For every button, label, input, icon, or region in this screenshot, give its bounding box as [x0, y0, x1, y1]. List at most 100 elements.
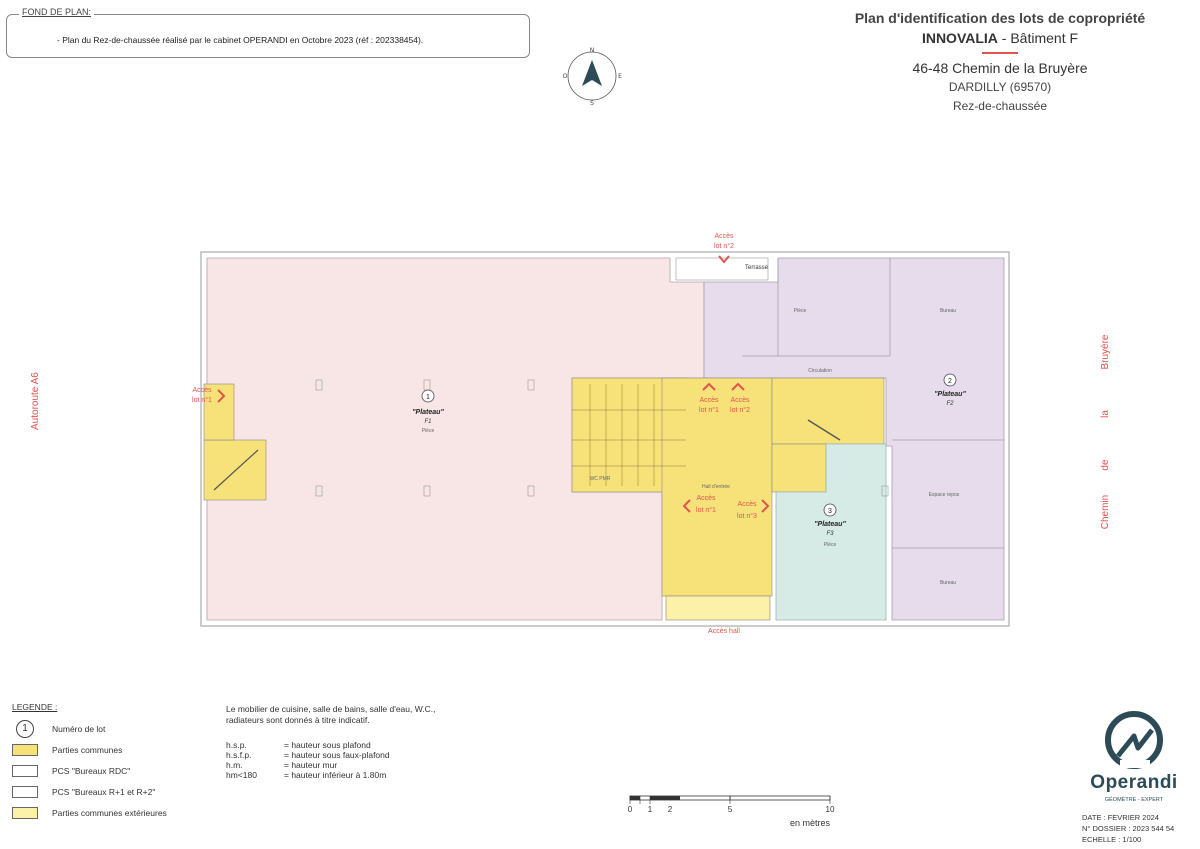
- address: 46-48 Chemin de la Bruyère: [912, 60, 1088, 76]
- lot-number-symbol: 1: [16, 719, 34, 738]
- abbreviation-key: h.s.f.p.: [226, 750, 252, 760]
- access-lot-1-left-number: lot n°1: [192, 396, 212, 404]
- title-divider: [982, 52, 1018, 54]
- chevron-left-icon: [682, 499, 691, 513]
- operandi-logo-icon: [1105, 711, 1163, 769]
- document-meta: DATE : FEVRIER 2024 N° DOSSIER : 2023 54…: [1082, 812, 1174, 845]
- room-bureau-2: Bureau: [940, 580, 956, 586]
- access-lot-2-hall-number: lot n°2: [730, 406, 750, 414]
- lot-3-number: 3: [828, 508, 832, 515]
- lot-1-name: "Plateau": [412, 409, 444, 416]
- lot-1-code: F1: [424, 419, 431, 425]
- chevron-down-icon: [718, 255, 730, 264]
- lot-3-area: [775, 443, 887, 621]
- access-lot-1-hall-label: Accès: [699, 397, 719, 404]
- common-hall: [661, 377, 773, 597]
- compass-north-label: N: [590, 47, 595, 54]
- compass-icon: N S E O: [563, 47, 622, 106]
- chevron-up-icon: [731, 382, 745, 391]
- city: DARDILLY (69570): [948, 80, 1052, 94]
- legend-swatch: [12, 764, 38, 777]
- legend-swatch: [12, 806, 38, 819]
- scale-tick-0: 0: [628, 805, 633, 814]
- room-hall: Hall d'entrée: [702, 484, 730, 490]
- abbreviation-row: h.m.= hauteur mur: [226, 760, 436, 770]
- chevron-right-icon: [217, 389, 226, 403]
- entry-lot-1: [203, 383, 235, 441]
- room-terrasse: Terrasse: [745, 265, 769, 271]
- abbreviation-key: h.m.: [226, 760, 243, 770]
- lot-2-name: "Plateau": [934, 391, 966, 398]
- outer-wall: [200, 251, 1010, 627]
- fond-de-plan-text: - Plan du Rez-de-chaussée réalisé par le…: [57, 35, 424, 45]
- title-block: Plan d'identification des lots de coprop…: [800, 8, 1200, 113]
- common-small-room: [771, 443, 827, 493]
- lot-3-code: F3: [826, 531, 834, 537]
- fond-de-plan-title: FOND DE PLAN:: [19, 7, 95, 17]
- notes-line-1: Le mobilier de cuisine, salle de bains, …: [226, 704, 436, 714]
- legend-item: PCS "Bureaux RDC": [12, 760, 212, 781]
- notes-line-2: radiateurs sont donnés à titre indicatif…: [226, 715, 370, 725]
- abbreviation-row: h.s.f.p. = hauteur sous faux-plafond: [226, 750, 436, 760]
- access-lot-1-left-label: Accès: [192, 387, 212, 394]
- room-circulation: Circulation: [808, 368, 832, 374]
- access-hall-label: Accès hall: [708, 628, 740, 635]
- sanitary-partitions: [572, 384, 686, 486]
- abbreviation-row: hm<180 = hauteur inférieur à 1.80m: [226, 770, 436, 780]
- common-entrance-hall: [665, 595, 771, 621]
- plan-title: Plan d'identification des lots de coprop…: [854, 10, 1146, 26]
- scale-tick-2: 2: [668, 805, 673, 814]
- road-word-chemin: Chemin: [1100, 495, 1111, 529]
- road-word-la: la: [1100, 410, 1111, 418]
- building-suffix: - Bâtiment F: [997, 30, 1079, 46]
- lot-2-number: 2: [948, 378, 952, 385]
- notes: Le mobilier de cuisine, salle de bains, …: [226, 704, 436, 780]
- legend-title: LEGENDE :: [12, 702, 58, 712]
- compass-west-label: O: [563, 73, 568, 80]
- abbreviation-value: = hauteur sous faux-plafond: [284, 750, 390, 760]
- road-word-bruyere: Bruyère: [1100, 334, 1111, 369]
- fond-de-plan-box: FOND DE PLAN: - Plan du Rez-de-chaussée …: [6, 7, 530, 58]
- stair-lot-1: [203, 439, 267, 501]
- access-lot-1-west-label: Accès: [696, 495, 716, 502]
- legend-label: Parties communes: [52, 744, 123, 755]
- abbreviation-row: h.s.p.= hauteur sous plafond: [226, 740, 436, 750]
- scale-caption: en mètres: [790, 818, 831, 828]
- lot-2-label: 2 "Plateau" F2: [934, 373, 966, 407]
- meta-dossier: N° DOSSIER : 2023 544 54: [1082, 824, 1175, 833]
- room-bureau-1: Bureau: [940, 308, 956, 314]
- legend-label: PCS "Bureaux RDC": [52, 765, 131, 776]
- scale-tick-1: 1: [648, 805, 653, 814]
- legend-label: Parties communes extérieures: [52, 807, 167, 818]
- room-wc: WC PMR: [590, 476, 611, 482]
- level: Rez-de-chaussée: [952, 99, 1048, 113]
- scale-bar: 0 1 2 5 10: [628, 795, 835, 814]
- building-name: INNOVALIA - Bâtiment F: [800, 30, 1200, 46]
- legend-item: Parties communes: [12, 739, 212, 760]
- meta-date: DATE : FEVRIER 2024: [1082, 813, 1159, 822]
- access-lot-1-west-number: lot n°1: [696, 506, 716, 514]
- lot-3-room: Pièce: [824, 542, 837, 548]
- lot-1-room: Pièce: [422, 428, 435, 434]
- building-brand: INNOVALIA: [921, 30, 998, 46]
- lot-3-label: 3 "Plateau" F3 Pièce: [814, 503, 846, 548]
- lot-3-name: "Plateau": [814, 521, 846, 528]
- meta-echelle: ECHELLE : 1/100: [1082, 835, 1142, 844]
- abbreviation-value: = hauteur inférieur à 1.80m: [284, 770, 387, 780]
- legend-swatch: [12, 785, 38, 798]
- access-lot-2-top-label: Accès: [714, 233, 734, 240]
- access-lot-2-hall-label: Accès: [730, 397, 750, 404]
- scale-tick-5: 5: [728, 805, 733, 814]
- legend-label: PCS "Bureaux R+1 et R+2": [52, 786, 156, 797]
- abbreviation-key: h.s.p.: [226, 740, 247, 750]
- access-lot-2-top-number: lot n°2: [714, 242, 734, 250]
- compass-east-label: E: [618, 73, 622, 80]
- legend-swatch: [12, 743, 38, 756]
- common-circulation: [771, 377, 885, 445]
- room-espace-repos: Espace repos: [929, 492, 960, 498]
- abbreviation-key: hm<180: [226, 770, 257, 780]
